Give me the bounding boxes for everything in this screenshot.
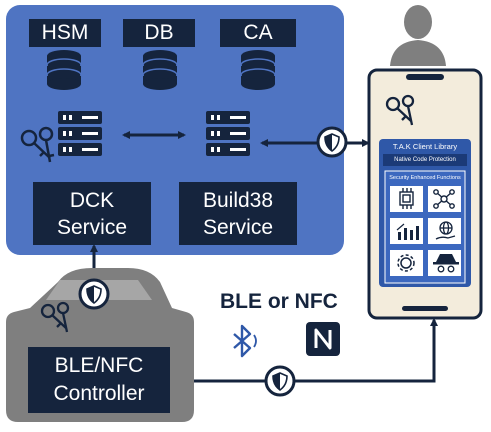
build38-service-box: Build38 Service xyxy=(179,182,297,245)
keys-icon xyxy=(20,126,55,163)
nfc-icon xyxy=(306,322,340,356)
controller-line2: Controller xyxy=(53,382,145,405)
network-icon xyxy=(433,189,455,209)
controller-box: BLE/NFC Controller xyxy=(28,347,170,413)
person-icon xyxy=(390,5,446,66)
hsm-label: HSM xyxy=(29,19,101,47)
dck-service-box: DCK Service xyxy=(33,182,151,245)
security-functions-label: Security Enhanced Functions xyxy=(389,175,461,181)
dck-service-line2: Service xyxy=(56,215,128,239)
gear-icon xyxy=(397,254,415,272)
server-icon xyxy=(206,111,250,156)
database-icon xyxy=(240,50,276,90)
build38-service-line1: Build38 xyxy=(202,188,274,212)
keys-icon xyxy=(385,94,415,126)
native-protection-label: Native Code Protection xyxy=(394,157,456,163)
server-icon xyxy=(58,111,102,156)
shield-icon xyxy=(78,278,110,310)
shield-icon xyxy=(316,126,348,158)
controller-line1: BLE/NFC xyxy=(54,354,144,377)
controller-phone-arrow xyxy=(170,318,438,383)
phone-notch xyxy=(406,74,444,80)
db-label: DB xyxy=(123,19,195,47)
spy-icon xyxy=(433,254,459,273)
ca-label: CA xyxy=(220,19,296,47)
connection-label: BLE or NFC xyxy=(220,290,338,313)
shield-icon xyxy=(264,365,296,397)
keys-icon xyxy=(40,301,70,333)
bluetooth-icon xyxy=(233,324,257,358)
build38-service-line2: Service xyxy=(202,215,274,239)
database-icon xyxy=(142,50,178,90)
globe-hand-icon xyxy=(435,221,456,240)
chart-bars-icon xyxy=(396,223,419,240)
chip-icon xyxy=(399,188,414,209)
dck-service-line1: DCK xyxy=(69,188,115,212)
database-icon xyxy=(46,50,82,90)
phone-home-bar xyxy=(402,306,448,311)
native-protection-bar xyxy=(383,154,467,166)
client-library-title: T.A.K Client Library xyxy=(392,142,458,151)
